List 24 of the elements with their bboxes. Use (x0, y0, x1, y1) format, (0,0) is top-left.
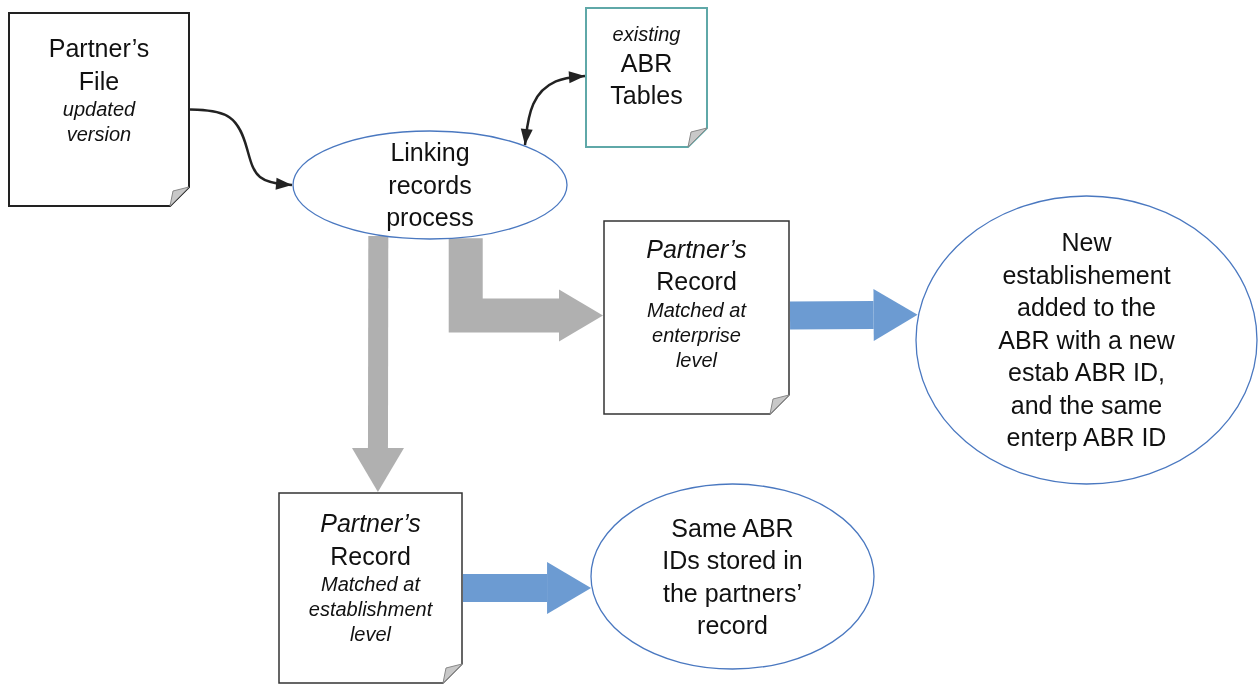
process-ellipse (915, 195, 1258, 485)
node-label: Linking records process (385, 137, 475, 234)
block-arrow (789, 289, 918, 342)
note-text: existing (612, 21, 681, 47)
document-shape (8, 12, 190, 207)
arrow (520, 71, 586, 146)
node-label: New establishement added to the ABR with a new estab ABR ID, and the same enterp ABR ID (997, 227, 1176, 454)
block-arrow (448, 238, 603, 342)
note-text: updated version (61, 97, 137, 147)
document-shape (585, 7, 708, 148)
arrow (189, 108, 293, 190)
block-arrow (463, 561, 592, 614)
node-label: Partner’s File (47, 33, 151, 97)
node-label: ABR Tables (609, 47, 684, 111)
node-label: Same ABR IDs stored in the partners’ record (661, 512, 804, 641)
node-label: Partner’s Record (645, 233, 748, 297)
note-text: Matched at establishment level (307, 572, 434, 647)
process-ellipse (590, 483, 875, 670)
note-text: Matched at enterprise level (646, 297, 748, 373)
node-label: Partner’s Record (319, 508, 422, 572)
document-shape (278, 492, 463, 684)
block-arrow (351, 236, 404, 492)
document-shape (603, 220, 790, 415)
process-ellipse (292, 130, 568, 240)
